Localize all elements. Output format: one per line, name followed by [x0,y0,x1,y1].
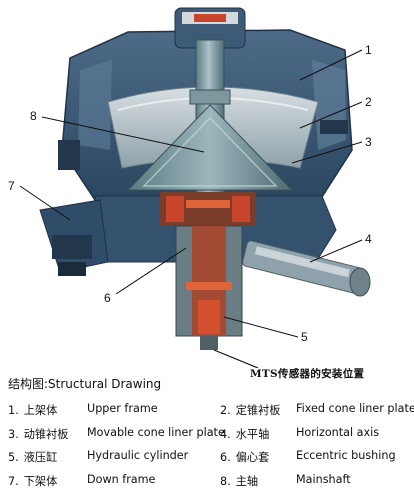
callout-4: 4 [365,232,372,246]
legend-item-fixed-cone-liner-zh: 2.定锥衬板 [220,402,280,418]
legend-item-movable-cone-liner-zh: 3.动锥衬板 [8,426,68,442]
legend-table: 1.上架体 Upper frame 2.定锥衬板 Fixed cone line… [8,402,412,496]
legend-title: 结构图:Structural Drawing [8,375,161,392]
legend-item-horizontal-axis-en: Horizontal axis [296,426,379,439]
legend-item-hydraulic-cylinder-en: Hydraulic cylinder [87,449,188,462]
legend-item-eccentric-bushing-en: Eccentric bushing [296,449,396,462]
callout-2: 2 [365,95,372,109]
legend-item-mainshaft-en: Mainshaft [296,473,351,486]
hydraulic-cylinder [176,226,242,350]
legend-row: 5.液压缸 Hydraulic cylinder 6.偏心套 Eccentric… [8,449,412,473]
legend-row: 7.下架体 Down frame 8.主轴 Mainshaft [8,473,412,496]
legend-item-hydraulic-cylinder-zh: 5.液压缸 [8,449,57,465]
legend-item-down-frame-en: Down frame [87,473,155,486]
legend-item-eccentric-bushing-zh: 6.偏心套 [220,449,269,465]
legend-item-fixed-cone-liner-en: Fixed cone liner plate [296,402,414,415]
legend-item-upper-frame-zh: 1.上架体 [8,402,57,418]
eccentric-bushing [160,192,256,226]
crusher-cutaway-diagram: 1 2 3 4 5 6 7 8 [0,0,414,368]
callout-8: 8 [30,109,37,123]
callout-6: 6 [104,291,111,305]
callout-1: 1 [365,43,372,57]
legend-item-movable-cone-liner-en: Movable cone liner plate [87,426,225,439]
legend-item-horizontal-axis-zh: 4.水平轴 [220,426,269,442]
legend-row: 3.动锥衬板 Movable cone liner plate 4.水平轴 Ho… [8,426,412,450]
legend-item-upper-frame-en: Upper frame [87,402,158,415]
legend-item-down-frame-zh: 7.下架体 [8,473,57,489]
callout-7: 7 [8,179,15,193]
legend-item-mainshaft-zh: 8.主轴 [220,473,258,489]
callout-5: 5 [301,330,308,344]
mts-sensor-location-label: MTS传感器的安装位置 [250,366,364,381]
callout-3: 3 [365,135,372,149]
legend-row: 1.上架体 Upper frame 2.定锥衬板 Fixed cone line… [8,402,412,426]
